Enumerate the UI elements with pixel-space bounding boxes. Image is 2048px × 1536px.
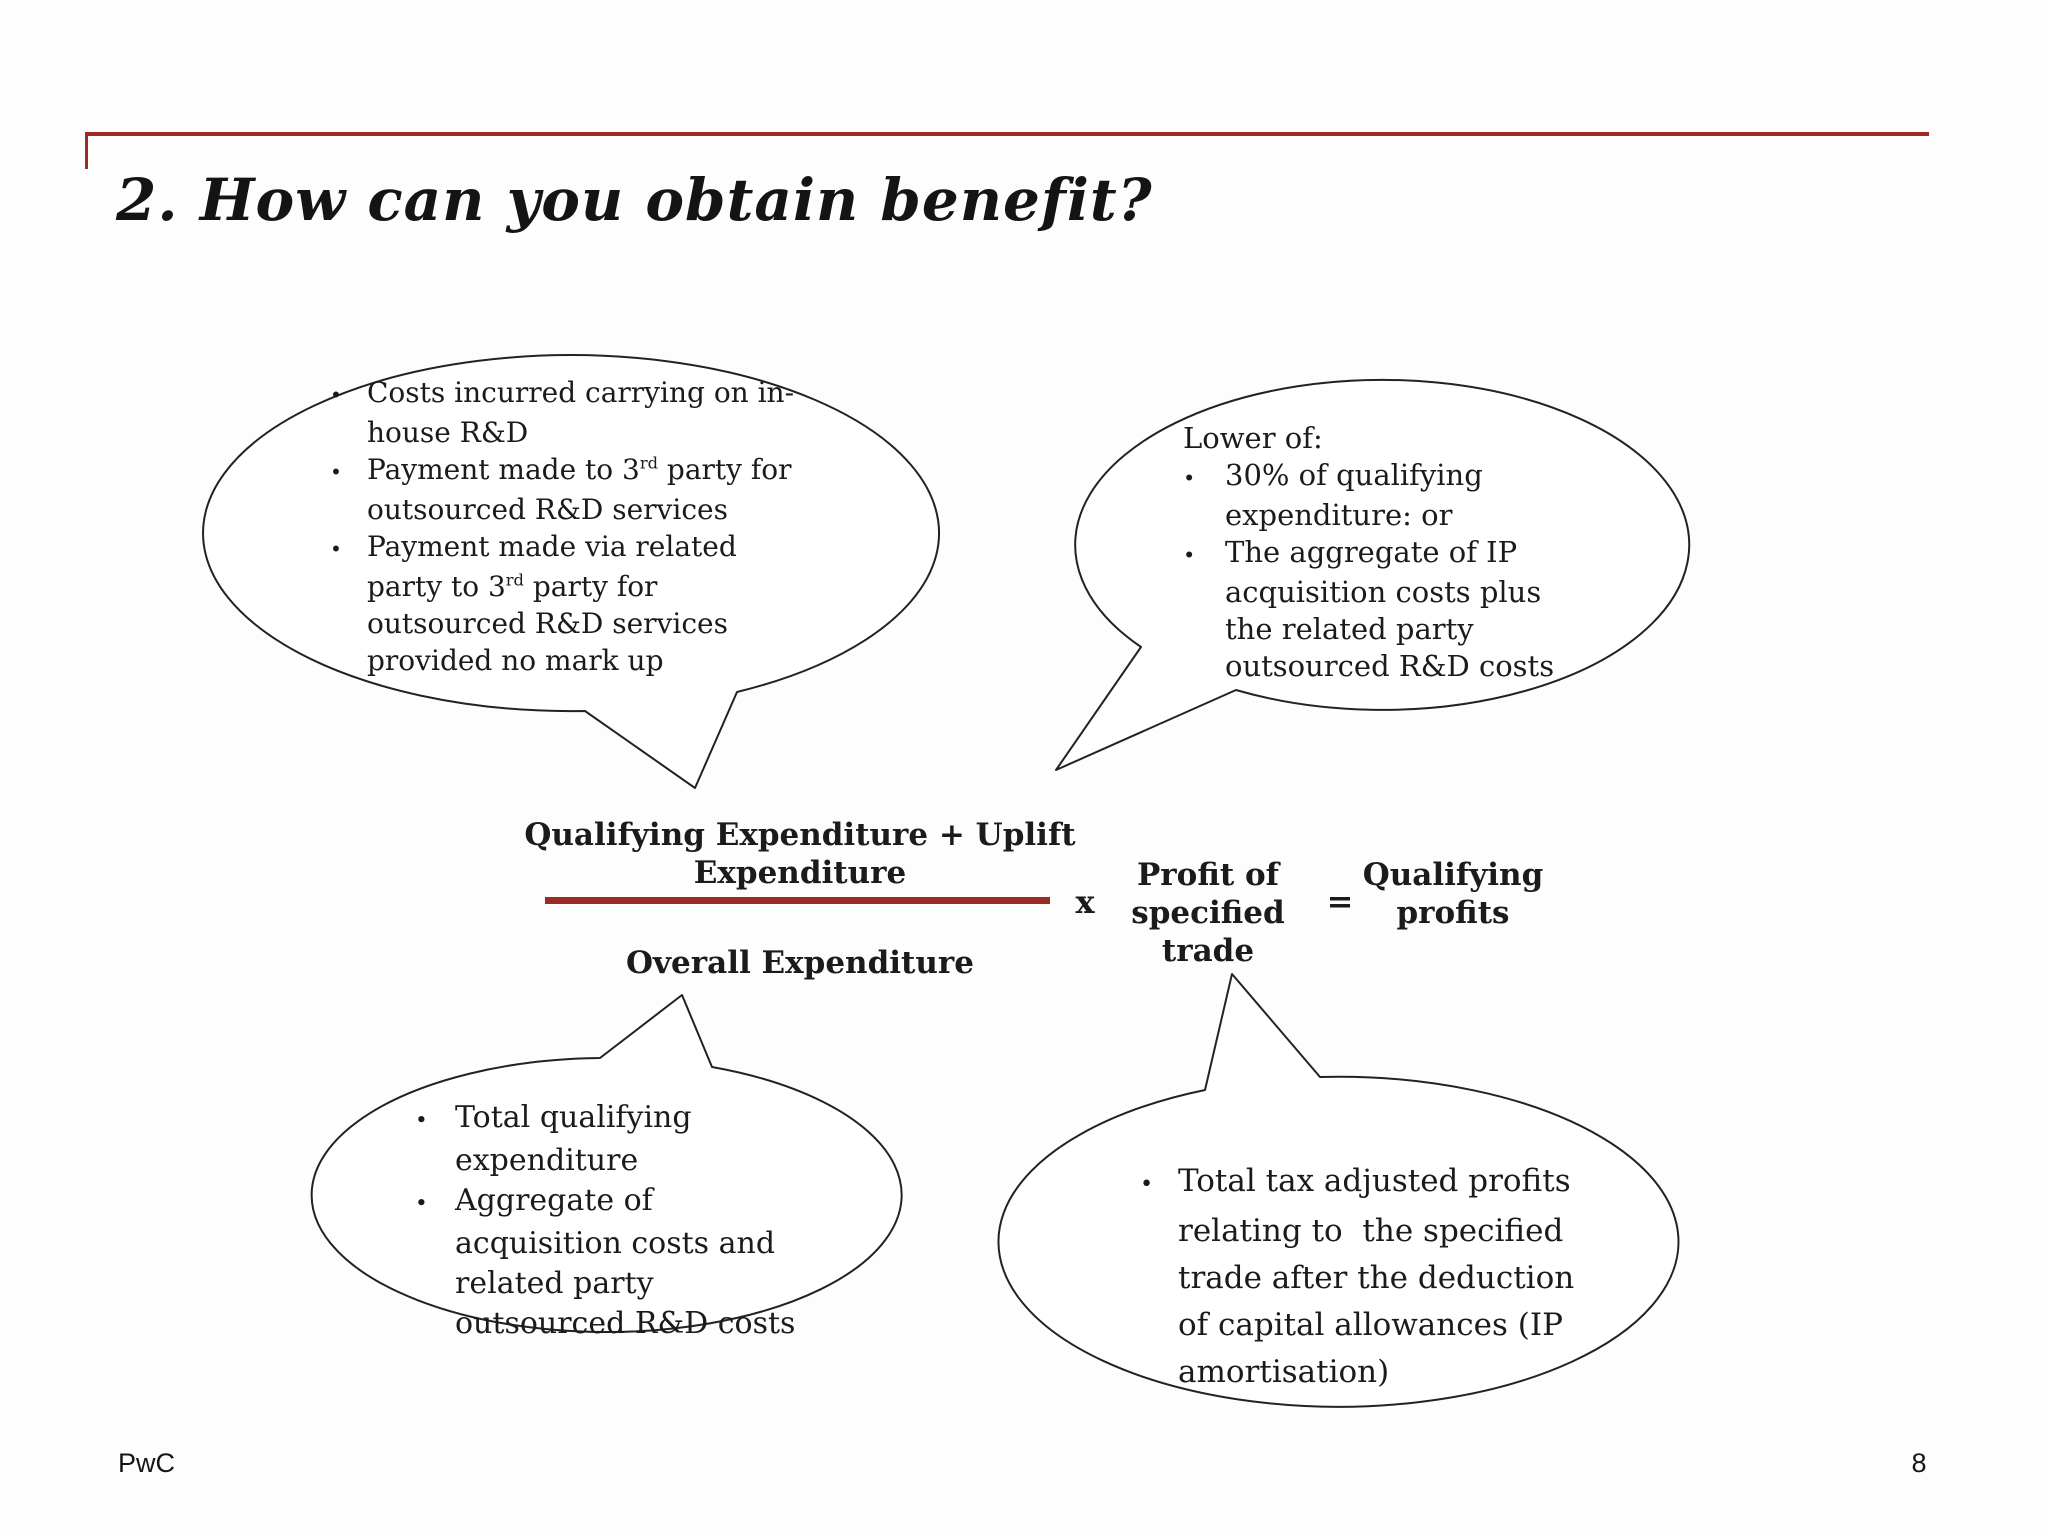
formula-numerator-line1: Qualifying Expenditure + Uplift [524,817,1076,853]
speech-bubble-top-right [1055,378,1691,771]
fraction-bar [545,897,1050,904]
bubble-bottom-left-text: •Total qualifying expenditure •Aggregate… [415,1098,795,1344]
list-item: •Costs incurred carrying on in- [330,374,794,414]
list-item: •Total qualifying [415,1098,795,1141]
bullet-icon: • [330,537,342,561]
formula-numerator: Qualifying Expenditure + Uplift Expendit… [495,816,1105,892]
list-item: house R&D [367,416,529,449]
list-item: of capital allowances (IP [1178,1307,1563,1343]
page-title: 2. How can you obtain benefit? [116,166,1153,234]
formula-profit-term: Profit of specified trade [1122,856,1294,970]
list-heading: Lower of: [1183,421,1323,455]
list-item: the related party [1225,612,1474,646]
page-number: 8 [1911,1448,1927,1478]
speech-bubble-top-left [202,354,940,789]
formula-result-line1: Qualifying [1362,857,1544,893]
footer-brand: PwC [118,1448,176,1478]
formula-profit-line1: Profit of [1137,857,1279,893]
list-item: relating to the specified [1178,1213,1564,1249]
corner-bracket [85,132,88,169]
formula-denominator: Overall Expenditure [626,945,974,981]
list-item: outsourced R&D costs [1225,649,1555,683]
list-item: amortisation) [1178,1354,1390,1390]
speech-bubble-bottom-left [310,994,903,1333]
list-item: expenditure: or [1225,498,1453,532]
list-item: acquisition costs and [455,1226,776,1261]
list-item: outsourced R&D services [367,493,728,526]
multiply-sign: x [1075,883,1095,921]
bubble-top-right-text: Lower of: •30% of qualifying expenditure… [1183,420,1554,685]
bubble-top-left-text: •Costs incurred carrying on in- house R&… [330,374,794,679]
list-item: provided no mark up [367,644,664,677]
bubble-bottom-right-text: •Total tax adjusted profits relating to … [1140,1158,1574,1396]
list-item: •30% of qualifying [1183,457,1554,497]
bullet-icon: • [1140,1171,1154,1197]
bullet-icon: • [415,1108,428,1133]
bullet-icon: • [330,383,342,407]
list-item: •Aggregate of [415,1181,795,1224]
list-item: •Payment made to 3rd party for [330,451,794,491]
list-item: •Total tax adjusted profits [1140,1158,1574,1208]
list-item: acquisition costs plus [1225,575,1542,609]
bullet-icon: • [1183,543,1196,567]
formula-result-line2: profits [1396,895,1510,931]
bullet-icon: • [330,460,342,484]
list-item: trade after the deduction [1178,1260,1575,1296]
top-rule [85,132,1929,136]
list-item: related party [455,1266,654,1301]
formula-result-term: Qualifying profits [1358,856,1548,932]
list-item: expenditure [455,1143,639,1178]
superscript: rd [639,453,659,473]
list-item: •The aggregate of IP [1183,534,1554,574]
formula-profit-line2: specified [1131,895,1285,931]
superscript: rd [505,570,524,590]
formula-profit-line3: trade [1161,933,1255,969]
equals-sign: = [1326,882,1354,920]
formula-numerator-line2: Expenditure [693,855,907,891]
list-item: •Payment made via related [330,528,794,568]
list-item: outsourced R&D costs [455,1306,796,1341]
bullet-icon: • [415,1191,428,1216]
bullet-icon: • [1183,466,1196,490]
list-item: outsourced R&D services [367,607,728,640]
list-item: party to 3rd party for [367,570,658,603]
speech-bubble-bottom-right [997,973,1680,1408]
